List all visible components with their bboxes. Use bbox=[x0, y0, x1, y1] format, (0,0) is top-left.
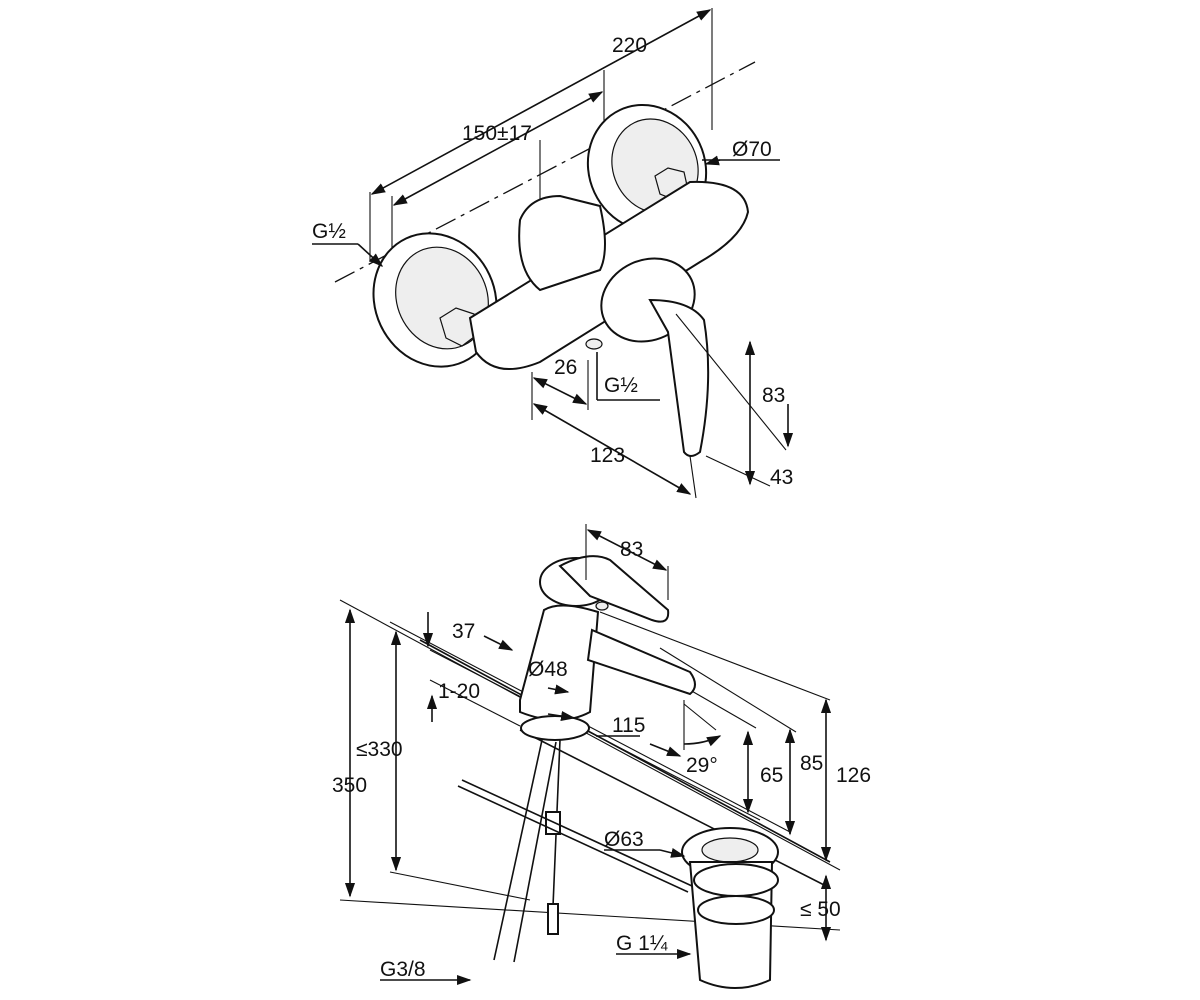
label-220: 220 bbox=[612, 34, 647, 57]
label-123: 123 bbox=[590, 444, 625, 467]
label-angle-29: 29° bbox=[686, 754, 718, 777]
label-26: 26 bbox=[554, 356, 577, 379]
label-85: 85 bbox=[800, 752, 823, 775]
label-115: 115 bbox=[612, 714, 645, 737]
mixer-lever bbox=[648, 298, 710, 457]
wall-mixer-drawing: 220 150±17 Ø70 G½ 26 G½ 123 83 43 bbox=[312, 8, 793, 499]
mixer-body bbox=[468, 180, 750, 370]
label-outlet-thread: G½ bbox=[604, 374, 638, 397]
label-43: 43 bbox=[770, 466, 793, 489]
label-diameter-63: Ø63 bbox=[604, 828, 644, 851]
basin-mixer-base bbox=[520, 715, 590, 741]
supply-hose bbox=[493, 739, 557, 963]
label-330: ≤330 bbox=[356, 738, 403, 761]
label-g114: G 1¼ bbox=[616, 932, 668, 955]
label-1-20: 1-20 bbox=[438, 680, 480, 703]
mixer-outlet bbox=[585, 338, 603, 350]
label-126: 126 bbox=[836, 764, 871, 787]
pull-rod bbox=[457, 785, 689, 893]
label-lever-83: 83 bbox=[620, 538, 643, 561]
label-37: 37 bbox=[452, 620, 475, 643]
label-350: 350 bbox=[332, 774, 367, 797]
dim-line-lever-83 bbox=[586, 529, 668, 571]
label-150: 150±17 bbox=[462, 122, 532, 145]
label-65: 65 bbox=[760, 764, 783, 787]
basin-mixer-spout bbox=[586, 628, 696, 696]
label-diameter-70: Ø70 bbox=[732, 138, 772, 161]
label-diameter-48: Ø48 bbox=[528, 658, 568, 681]
basin-mixer-drawing: 83 37 Ø48 1-20 115 29° 65 85 126 ≤330 35… bbox=[332, 524, 871, 989]
dim-line-26 bbox=[532, 377, 588, 405]
label-50: ≤ 50 bbox=[800, 898, 841, 921]
angle-arc-29 bbox=[683, 735, 722, 747]
dim-line-150 bbox=[392, 91, 604, 206]
label-83: 83 bbox=[762, 384, 785, 407]
label-g38: G3/8 bbox=[380, 958, 426, 981]
basin-mixer-lever bbox=[558, 555, 670, 623]
dim-line-123 bbox=[532, 403, 692, 495]
label-inlet-thread: G½ bbox=[312, 220, 346, 243]
